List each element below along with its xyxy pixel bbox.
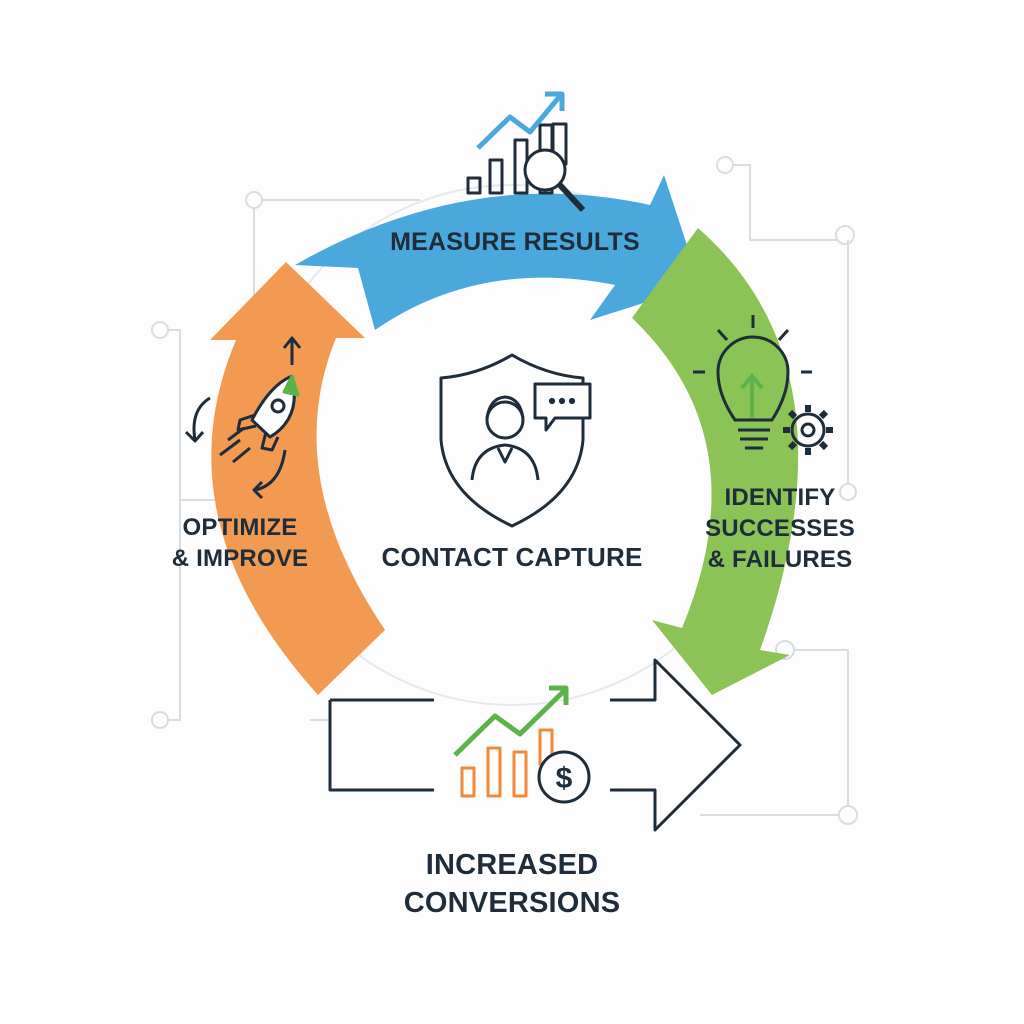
chart-magnifier-icon: [466, 91, 586, 213]
step-label-line: SUCCESSES: [705, 515, 855, 542]
step-label-optimize: OPTIMIZE & IMPROVE: [150, 512, 330, 574]
shield-user-chat-icon: [439, 353, 592, 528]
outcome-arrow: [328, 658, 742, 832]
svg-text:$: $: [556, 762, 573, 795]
optimize-arrow: [210, 262, 385, 695]
measure-results-arrow: [295, 175, 700, 330]
step-label-measure-results: MEASURE RESULTS: [390, 228, 640, 256]
step-label-line: & IMPROVE: [171, 545, 309, 572]
outcome-label-line: CONVERSIONS: [403, 887, 621, 919]
step-label-line: IDENTIFY: [724, 484, 836, 511]
step-label-identify: IDENTIFY SUCCESSES & FAILURES: [700, 482, 860, 575]
identify-arrow: [632, 228, 799, 695]
lightbulb-gear-icon: [693, 315, 833, 455]
circuit-lines: [151, 156, 858, 825]
step-label-line: & FAILURES: [707, 546, 853, 573]
outcome-label: INCREASED CONVERSIONS: [362, 846, 662, 922]
bar-chart-dollar-icon: $: [453, 685, 591, 804]
rocket-icon: [184, 336, 302, 500]
center-label: CONTACT CAPTURE: [381, 542, 643, 572]
step-label-line: OPTIMIZE: [182, 514, 298, 541]
outcome-label-line: INCREASED: [425, 849, 599, 881]
